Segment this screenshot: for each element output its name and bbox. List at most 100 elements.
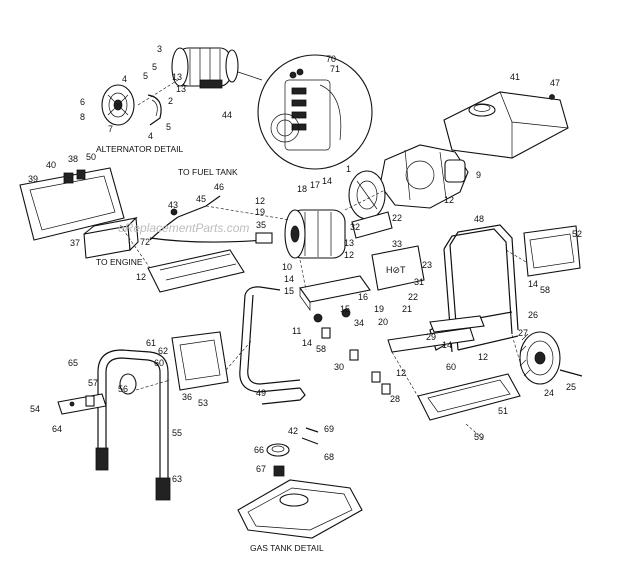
callout: 54 [30,404,40,414]
callout: 49 [256,388,266,398]
callout: 4 [148,131,153,141]
callout: 5 [166,122,171,132]
battery-box-bracket [171,331,229,391]
callout: 67 [256,464,266,474]
alternator-stator [171,47,239,89]
callout: 7 [108,124,113,134]
callout: 8 [80,112,85,122]
muffler-heat-shield [351,211,393,239]
alternator-end-cover [101,84,135,126]
callout: 28 [390,394,400,404]
callout: 14 [322,176,332,186]
fuel-gauge [301,427,319,445]
callout: 48 [474,214,484,224]
front-cover-plate [417,373,521,421]
to-fuel-tank-caption: TO FUEL TANK [178,167,238,177]
callout: 25 [566,382,576,392]
callout: 47 [550,78,560,88]
engine-block [379,144,469,209]
callout: 45 [196,194,206,204]
callout: 58 [316,344,326,354]
callout: 3 [157,44,162,54]
to-engine-caption: TO ENGINE [96,257,143,267]
callout: 44 [222,110,232,120]
terminal-zoom-circle [237,54,373,170]
callout: 22 [408,292,418,302]
callout: 14 [302,338,312,348]
fuel-cap [266,443,290,457]
callout: 31 [414,277,424,287]
callout: 12 [444,195,454,205]
handle-mount-bracket [57,393,107,415]
engine-mount-bracket [299,275,371,323]
callout: 6 [80,97,85,107]
callout: 36 [182,392,192,402]
wheel [519,331,561,385]
gas-tank-detail [237,479,363,539]
callout: 12 [396,368,406,378]
callout: 32 [350,222,360,232]
callout: 42 [288,426,298,436]
callout: 26 [528,310,538,320]
callout: 20 [378,317,388,327]
isolator-mounts [321,327,391,395]
callout: 51 [498,406,508,416]
callout: 15 [340,304,350,314]
callout: 61 [146,338,156,348]
callout: 9 [476,170,481,180]
callout: 69 [324,424,334,434]
callout: 66 [254,445,264,455]
axle-bolt [559,369,583,377]
callout: 39 [28,174,38,184]
callout: 11 [292,326,301,336]
callout: 59 [474,432,484,442]
battery-tray [147,249,245,293]
callout: 18 [297,184,307,194]
callout: 14 [528,279,538,289]
hot-label: H⊘T [386,265,406,275]
callout: 14 [442,340,452,350]
engine-fan-housing [348,170,386,220]
callout: 63 [172,474,182,484]
callout: 68 [324,452,334,462]
callout: 12 [478,352,488,362]
callout: 23 [422,260,432,270]
callout: 34 [354,318,364,328]
hot-warning-panel: H⊘T [371,245,425,291]
callout: 56 [118,384,128,394]
callout: 13 [176,84,186,94]
callout: 30 [334,362,344,372]
callout: 5 [143,71,148,81]
alternator-detail-caption: ALTERNATOR DETAIL [96,144,183,154]
callout: 55 [172,428,182,438]
callout: 12 [344,250,354,260]
callout: 15 [284,286,294,296]
left-handle-frame [239,286,306,405]
handle-lock-knob [85,373,137,407]
callout: 60 [154,358,164,368]
callout: 58 [540,285,550,295]
callout: 17 [310,180,320,190]
watermark: eReplacementParts.com [118,221,249,235]
frame-rear-bracket [523,225,581,277]
callout: 35 [256,220,266,230]
callout: 4 [122,74,127,84]
callout: 14 [284,274,294,284]
callout: 64 [52,424,62,434]
frame-cross-rail [387,315,485,353]
callout: 41 [510,72,520,82]
handle-bar [95,349,171,501]
callout: 13 [172,72,182,82]
fuel-filter [273,465,285,477]
callout: 1 [346,164,351,174]
callout: 12 [136,272,146,282]
callout: 62 [158,346,168,356]
wiring-harness [149,232,273,244]
main-alternator [284,209,346,259]
callout: 10 [282,262,292,272]
callout: 27 [518,328,528,338]
callout: 65 [68,358,78,368]
callout: 16 [358,292,368,302]
